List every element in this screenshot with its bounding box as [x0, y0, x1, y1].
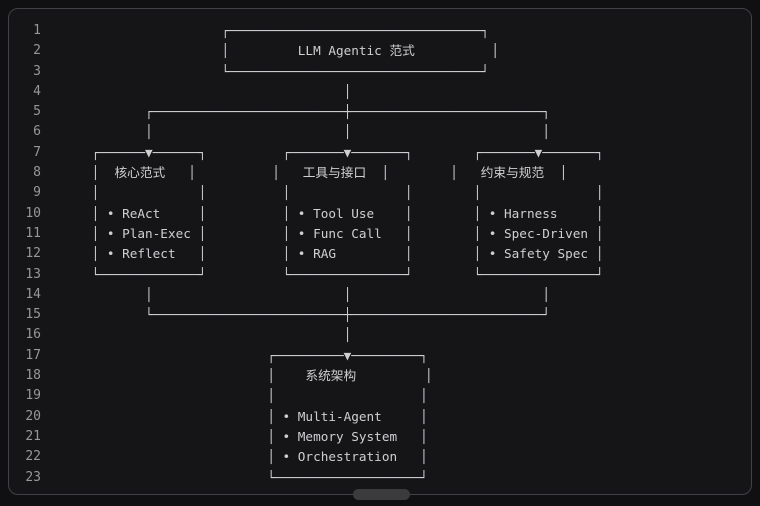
- diagram-line: ┌─────────────────────────────────┐: [61, 23, 489, 38]
- diagram-line: │ │ │: [61, 124, 550, 140]
- diagram-line: │ • ReAct │ │ • Tool Use │ │ • Harness │: [61, 205, 604, 221]
- diagram-line: └─────────────────────────┼─────────────…: [61, 307, 550, 323]
- diagram-line: │ LLM Agentic 范式 │: [61, 43, 499, 59]
- line-number: 3: [33, 63, 41, 79]
- line-number: 18: [25, 368, 41, 384]
- diagram-line: │ │: [61, 388, 428, 404]
- ascii-diagram: ┌─────────────────────────────────┐ │ LL…: [61, 21, 604, 488]
- line-number: 16: [25, 327, 41, 343]
- diagram-line: │ 核心范式 │ │ 工具与接口 │ │ 约束与规范 │: [61, 165, 568, 181]
- line-number: 10: [25, 205, 41, 221]
- line-number: 23: [25, 469, 41, 485]
- line-number: 17: [25, 347, 41, 363]
- diagram-line: │ │ │: [61, 286, 550, 302]
- diagram-line: └───────────────────┘: [61, 469, 428, 485]
- diagram-line: │: [61, 327, 352, 343]
- line-number: 11: [25, 225, 41, 241]
- line-number: 13: [25, 266, 41, 282]
- line-number: 21: [25, 428, 41, 444]
- diagram-line: │ • Memory System │: [61, 428, 428, 444]
- line-number: 6: [33, 124, 41, 140]
- scrollbar-thumb[interactable]: [353, 489, 410, 500]
- diagram-line: └─────────────────────────────────┘: [61, 63, 489, 79]
- line-number: 2: [33, 43, 41, 59]
- diagram-line: │ • Orchestration │: [61, 449, 428, 465]
- line-number: 12: [25, 246, 41, 262]
- line-number: 9: [33, 185, 41, 201]
- diagram-line: │ 系统架构 │: [61, 368, 433, 384]
- line-number: 4: [33, 83, 41, 99]
- diagram-line: │ │ │ │ │ │: [61, 185, 604, 201]
- line-number: 19: [25, 388, 41, 404]
- diagram-line: │ • Multi-Agent │: [61, 408, 428, 424]
- line-number: 20: [25, 408, 41, 424]
- diagram-line: ┌─────────────────────────┼─────────────…: [61, 104, 550, 120]
- line-number: 1: [33, 23, 41, 38]
- diagram-line: └─────────────┘ └───────────────┘ └─────…: [61, 266, 604, 282]
- diagram-line: │ • Plan-Exec │ │ • Func Call │ │ • Spec…: [61, 225, 604, 241]
- line-number: 5: [33, 104, 41, 120]
- line-number: 22: [25, 449, 41, 465]
- diagram-line: ┌──────▼──────┐ ┌───────▼───────┐ ┌─────…: [61, 144, 604, 160]
- line-number: 15: [25, 307, 41, 323]
- diagram-line: ┌─────────▼─────────┐: [61, 347, 428, 363]
- diagram-line: │: [61, 83, 352, 99]
- diagram-line: │ • Reflect │ │ • RAG │ │ • Safety Spec …: [61, 246, 604, 262]
- line-number: 8: [33, 165, 41, 181]
- line-number: 7: [33, 144, 41, 160]
- line-number: 14: [25, 286, 41, 302]
